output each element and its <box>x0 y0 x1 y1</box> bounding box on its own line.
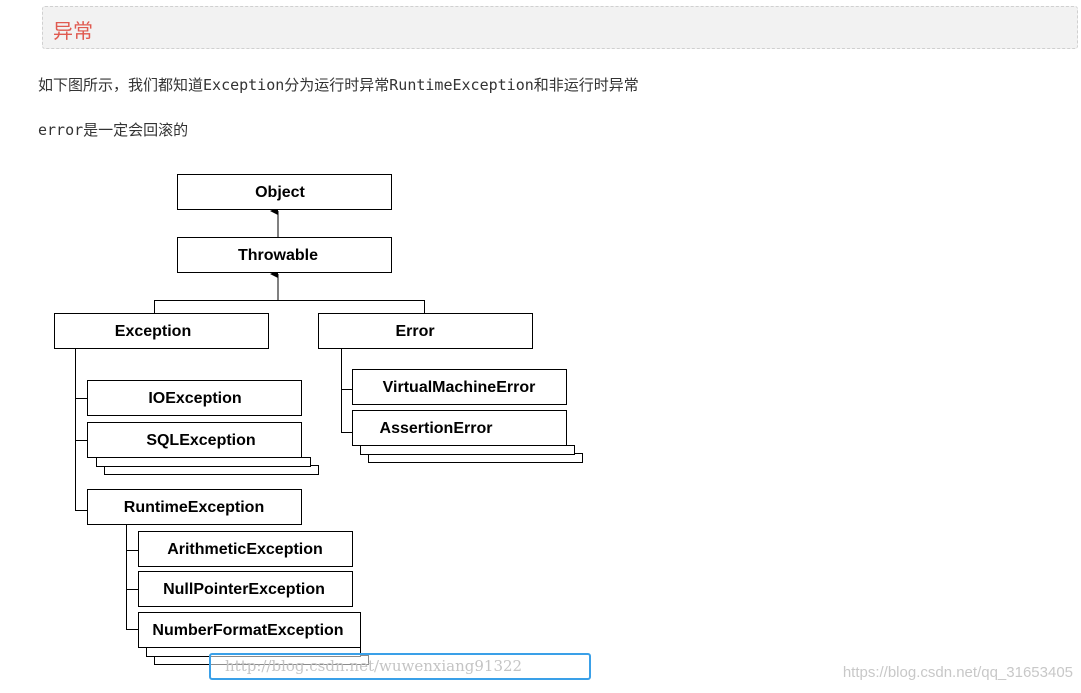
node-runtimeexception-box <box>87 489 302 525</box>
node-object: Object <box>177 174 392 210</box>
section-heading: 异常 <box>42 6 1078 49</box>
node-error: Error <box>318 313 533 349</box>
node-virtualmachineerror-label: VirtualMachineError <box>383 379 536 396</box>
sqlexception-stack-front <box>96 457 311 467</box>
node-object-label: Object <box>255 184 305 201</box>
node-object-box <box>177 174 392 210</box>
node-numberformatexception-box <box>138 612 361 648</box>
node-exception-label: Exception <box>115 323 191 340</box>
blog-watermark: http://blog.csdn.net/wuwenxiang91322 <box>209 653 591 680</box>
node-throwable-label: Throwable <box>238 247 318 264</box>
connector-lines <box>75 207 425 630</box>
node-exception-box <box>54 313 269 349</box>
node-ioexception-label: IOException <box>148 390 241 407</box>
node-runtimeexception-label: RuntimeException <box>124 499 264 516</box>
node-numberformatexception: NumberFormatException <box>138 612 361 648</box>
node-runtimeexception: RuntimeException <box>87 489 302 525</box>
section-title: 异常 <box>53 19 93 43</box>
blog-watermark-text: http://blog.csdn.net/wuwenxiang91322 <box>225 657 523 675</box>
node-ioexception: IOException <box>87 380 302 416</box>
corner-watermark-text: https://blog.csdn.net/qq_31653405 <box>842 664 1073 681</box>
assertionerror-stack-front <box>360 445 575 455</box>
node-nullpointerexception-label: NullPointerException <box>163 581 325 598</box>
node-arithmeticexception: ArithmeticException <box>138 531 353 567</box>
intro-paragraph: 如下图所示，我们都知道Exception分为运行时异常RuntimeExcept… <box>38 76 639 94</box>
node-error-box <box>318 313 533 349</box>
node-error-label: Error <box>395 323 434 340</box>
node-nullpointerexception-box <box>138 571 353 607</box>
node-assertionerror-box <box>352 410 567 446</box>
node-assertionerror: AssertionError <box>352 410 567 446</box>
node-throwable-box <box>177 237 392 273</box>
node-sqlexception-box <box>87 422 302 458</box>
node-nullpointerexception: NullPointerException <box>138 571 353 607</box>
class-nodes: Object Throwable Exception Error IOExcep… <box>54 174 567 648</box>
node-sqlexception: SQLException <box>87 422 302 458</box>
node-numberformatexception-label: NumberFormatException <box>152 622 343 639</box>
node-assertionerror-label: AssertionError <box>380 420 493 437</box>
node-arithmeticexception-label: ArithmeticException <box>167 541 323 558</box>
node-virtualmachineerror: VirtualMachineError <box>352 369 567 405</box>
node-throwable: Throwable <box>177 237 392 273</box>
node-sqlexception-label: SQLException <box>146 432 255 449</box>
node-virtualmachineerror-box <box>352 369 567 405</box>
node-exception: Exception <box>54 313 269 349</box>
node-ioexception-box <box>87 380 302 416</box>
error-note-paragraph: error是一定会回滚的 <box>38 121 189 139</box>
node-arithmeticexception-box <box>138 531 353 567</box>
